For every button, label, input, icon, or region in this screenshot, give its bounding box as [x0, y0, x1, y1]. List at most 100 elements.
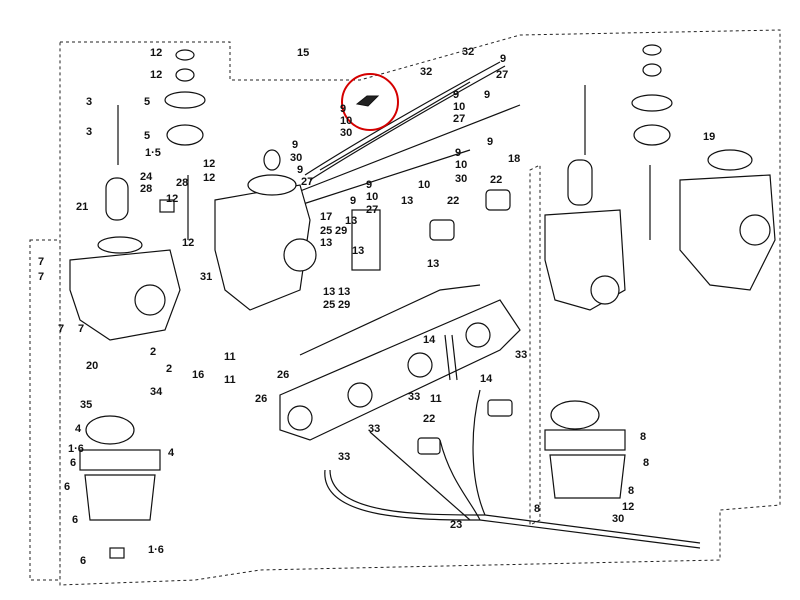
cable-holder [485, 189, 511, 211]
bowl-gasket [544, 429, 626, 451]
callout-label: 1·5 [145, 147, 161, 159]
cable-holder [417, 437, 441, 455]
callout-label: 5 [144, 130, 150, 142]
float [85, 415, 135, 445]
callout-label: 2 [150, 346, 156, 358]
cap-part [642, 44, 662, 56]
callout-label: 25 [320, 225, 332, 237]
cap-part [175, 68, 195, 82]
callout-label: 28 [140, 183, 152, 195]
callout-label: 35 [80, 399, 92, 411]
callout-label: 9 [350, 195, 356, 207]
callout-label: 16 [192, 369, 204, 381]
callout-label: 27 [366, 204, 378, 216]
callout-label: 33 [515, 349, 527, 361]
clip [159, 199, 175, 213]
callout-label: 9 [484, 89, 490, 101]
callout-label: 10 [418, 179, 430, 191]
bowl-gasket [79, 449, 161, 471]
callout-label: 12 [150, 69, 162, 81]
callout-label: 23 [450, 519, 462, 531]
choke-branch [472, 389, 486, 516]
float-bowl [549, 454, 626, 499]
highlighted-part [355, 95, 380, 107]
callout-label: 30 [455, 173, 467, 185]
throttle-cable-c [319, 81, 471, 171]
callout-label: 9 [297, 164, 303, 176]
callout-label: 7 [58, 323, 64, 335]
callout-label: 8 [640, 431, 646, 443]
drain-plug [109, 547, 125, 559]
callout-label: 13 [323, 286, 335, 298]
callout-label: 25 [323, 299, 335, 311]
manifold-port [347, 382, 373, 408]
callout-label: 33 [338, 451, 350, 463]
callout-label: 8 [628, 485, 634, 497]
callout-label: 26 [277, 369, 289, 381]
callout-label: 12 [166, 193, 178, 205]
callout-label: 10 [453, 101, 465, 113]
callout-label: 17 [320, 211, 332, 223]
callout-label: 9 [453, 89, 459, 101]
center-carb-cap [247, 174, 297, 196]
manifold-port [287, 405, 313, 431]
right-carb-cap [707, 149, 753, 171]
top-cap-ring [631, 94, 673, 112]
float-bowl [84, 474, 156, 521]
callout-label: 7 [38, 271, 44, 283]
callout-label: 4 [168, 447, 175, 459]
top-cap [633, 124, 671, 146]
callout-label: 29 [338, 299, 350, 311]
callout-label: 8 [643, 457, 649, 469]
right-sub-frame [529, 164, 541, 526]
choke-cable [324, 469, 701, 549]
callout-label: 30 [612, 513, 624, 525]
callout-label: 28 [176, 177, 188, 189]
callout-label: 10 [366, 191, 378, 203]
carb-intake [134, 284, 166, 316]
choke-branch [439, 439, 481, 521]
callout-label: 2 [166, 363, 172, 375]
callout-label: 22 [490, 174, 502, 186]
float [550, 400, 600, 430]
callout-label: 27 [301, 176, 313, 188]
cable-holder [429, 219, 455, 241]
spring [444, 334, 458, 381]
callout-label: 24 [140, 171, 153, 183]
callout-label: 12 [203, 158, 215, 170]
callout-label: 31 [200, 271, 212, 283]
callout-label: 7 [78, 323, 84, 335]
manifold-port [465, 322, 491, 348]
callout-label: 9 [366, 179, 372, 191]
right-carb-intake [739, 214, 771, 246]
callout-label: 11 [224, 374, 236, 386]
center-carburetor-body [214, 184, 311, 311]
callout-label: 26 [255, 393, 267, 405]
callout-label: 12 [150, 47, 162, 59]
right-carburetor-body-b [679, 174, 776, 291]
callout-label: 12 [622, 501, 634, 513]
callout-label: 1·6 [68, 443, 84, 455]
callout-label: 33 [368, 423, 380, 435]
callout-label: 33 [408, 391, 420, 403]
callout-label: 10 [340, 115, 352, 127]
cap-knob [263, 149, 281, 171]
highlight-circle [341, 73, 399, 131]
callout-label: 21 [76, 201, 88, 213]
callout-label: 15 [297, 47, 309, 59]
callout-label: 13 [320, 237, 332, 249]
callout-label: 5 [144, 96, 150, 108]
left-carburetor-body [69, 249, 181, 341]
callout-label: 11 [430, 393, 442, 405]
throttle-slide [105, 177, 129, 221]
link-rod-mid [299, 149, 471, 206]
callout-label: 13 [427, 258, 439, 270]
callout-label: 14 [480, 373, 493, 385]
choke-branch [369, 431, 471, 521]
cap-part [642, 63, 662, 77]
right-carb-intake [590, 275, 620, 305]
callout-label: 8 [534, 503, 540, 515]
callout-label: 3 [86, 126, 92, 138]
top-cap [166, 124, 204, 146]
